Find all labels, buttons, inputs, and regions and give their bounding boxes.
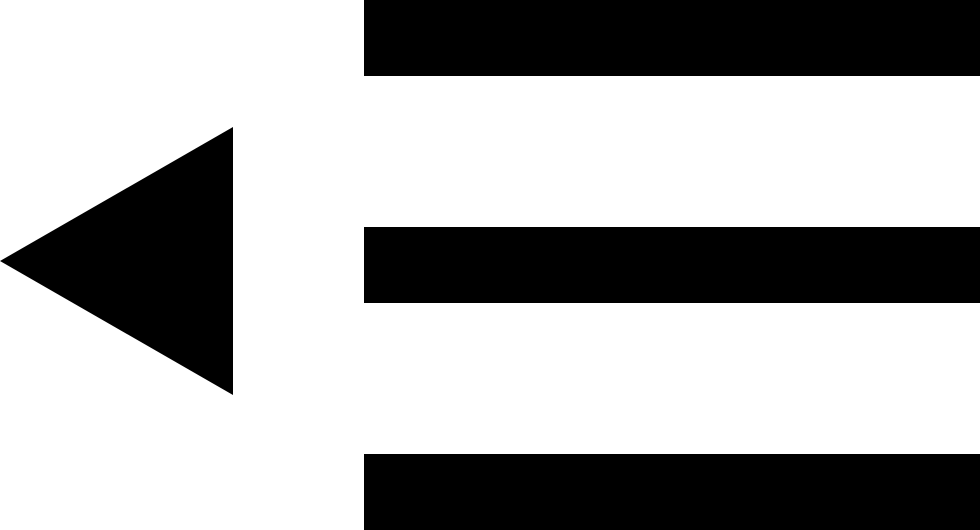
menu-line-top [364, 0, 980, 76]
left-arrow-icon [0, 127, 233, 395]
menu-line-bottom [364, 454, 980, 530]
menu-line-middle [364, 227, 980, 303]
